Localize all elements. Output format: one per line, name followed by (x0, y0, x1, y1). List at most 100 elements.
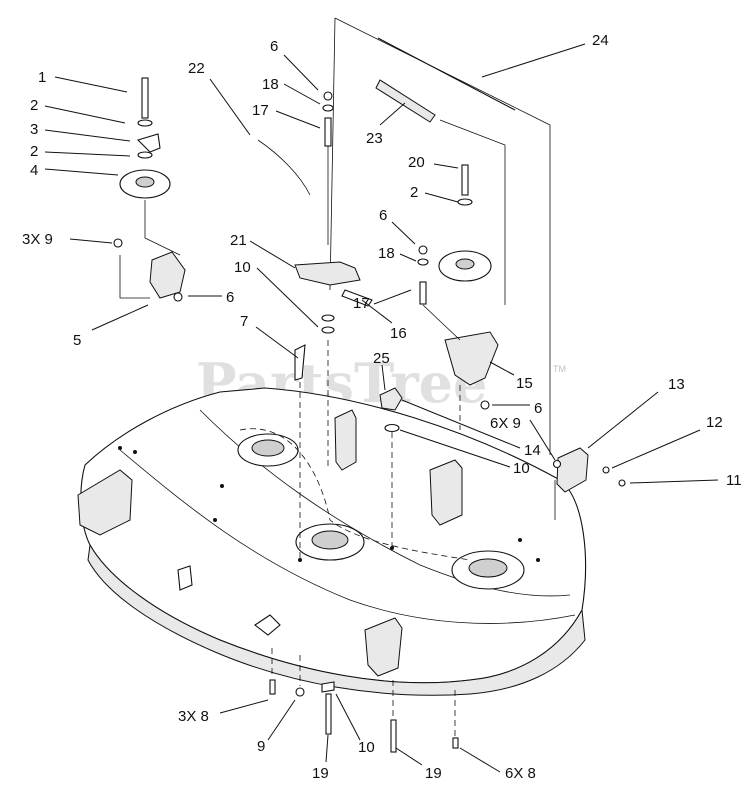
pulley-guide (144, 200, 181, 256)
bracket-guide (119, 255, 150, 299)
bolt-19a (325, 693, 332, 735)
bolt-3x8 (269, 679, 276, 695)
leader-6-center (283, 54, 319, 91)
callout-3x8: 3X 8 (178, 708, 209, 725)
bracket-15 (444, 331, 499, 386)
sleeve-17-center (324, 117, 332, 147)
callout-16: 16 (390, 325, 407, 342)
leader-6x8 (459, 747, 501, 773)
left-idler-stack (113, 77, 186, 302)
washer-10-center (321, 326, 335, 334)
leader-2a (44, 105, 126, 124)
callout-24: 24 (592, 32, 609, 49)
leader-21 (249, 240, 296, 269)
leader-16 (361, 299, 393, 324)
center-deck-hanger (334, 409, 357, 471)
leader-23 (379, 102, 406, 126)
leader-17-center (275, 110, 321, 129)
pulley-hub-right (455, 258, 475, 270)
callout-3: 3 (30, 121, 38, 138)
leader-18-right (399, 253, 417, 262)
leader-17-right (373, 289, 412, 305)
front-left-tab (254, 614, 281, 636)
callout-2b: 2 (30, 143, 38, 160)
sleeve-17-right (419, 281, 427, 305)
bolt-19b (390, 719, 397, 753)
callout-4: 4 (30, 162, 38, 179)
deck-ridge (119, 449, 576, 624)
deck-hole (133, 450, 137, 454)
lever-21 (294, 261, 361, 286)
deck-hole (220, 484, 224, 488)
deck-hole (536, 558, 540, 562)
callout-19a: 19 (312, 765, 329, 782)
bolt-20 (461, 164, 469, 196)
spring-23 (375, 79, 436, 123)
deck-hole (518, 538, 522, 542)
washer-18-center (322, 104, 334, 112)
deck-hole (118, 446, 122, 450)
callout-18-right: 18 (378, 245, 395, 262)
callout-1: 1 (38, 69, 46, 86)
leader-10-front (399, 429, 511, 468)
leader-19a (325, 734, 329, 763)
leader-9 (267, 699, 296, 741)
sleeve-guide (422, 304, 461, 341)
nut-6-right (418, 245, 428, 255)
washer-12 (602, 466, 610, 474)
callout-2-right: 2 (410, 184, 418, 201)
callout-17-right: 17 (353, 295, 370, 312)
spacer-3 (136, 133, 161, 153)
leader-19b (395, 747, 423, 766)
guide-line-mid (439, 119, 506, 305)
callout-6-right: 6 (379, 207, 387, 224)
deck-belt-path (239, 428, 471, 561)
leader-6x9 (529, 419, 556, 461)
front-hardware (379, 387, 626, 548)
callout-21: 21 (230, 232, 247, 249)
leader-lines (44, 43, 719, 773)
bolt-1 (141, 77, 149, 119)
leader-11 (629, 479, 719, 484)
callout-6-center: 6 (270, 38, 278, 55)
bushing-top (321, 314, 335, 322)
rod-22 (257, 139, 311, 196)
callout-labels: 1 2 3 2 4 3X 9 6 5 22 6 18 17 21 10 7 24… (22, 32, 742, 782)
deck-skirt (87, 543, 586, 696)
leader-25 (381, 364, 386, 391)
leader-2-right (424, 192, 459, 203)
idler-bracket-5 (149, 251, 186, 299)
right-deck-hanger (429, 459, 463, 526)
mower-deck (77, 387, 587, 696)
callout-10-bottom: 10 (358, 739, 375, 756)
nut-6-left (173, 292, 183, 302)
callout-11: 11 (726, 472, 742, 489)
washer-10-front (384, 423, 400, 433)
callout-3x9: 3X 9 (22, 231, 53, 248)
callout-9: 9 (257, 738, 265, 755)
washer-18-right (417, 258, 429, 266)
nut-3x9 (113, 238, 123, 248)
callout-2a: 2 (30, 97, 38, 114)
left-deck-hanger (77, 469, 133, 536)
callout-10-center: 10 (234, 259, 251, 276)
leader-4 (44, 168, 119, 176)
leader-6-right (391, 221, 416, 245)
guide-line-right (334, 17, 551, 455)
callout-19b: 19 (425, 765, 442, 782)
callout-14: 14 (524, 442, 541, 459)
leader-10-bottom (335, 693, 361, 741)
cable-24 (377, 37, 516, 111)
clip-7 (294, 344, 306, 381)
deck-hole (298, 558, 302, 562)
bottom-fasteners (269, 648, 459, 753)
leader-24 (481, 43, 586, 78)
callout-15: 15 (516, 375, 533, 392)
nut-6-center (323, 91, 333, 101)
bracket-13 (556, 447, 589, 493)
callout-22: 22 (188, 60, 205, 77)
cable-assembly (257, 17, 551, 455)
callout-25: 25 (373, 350, 390, 367)
